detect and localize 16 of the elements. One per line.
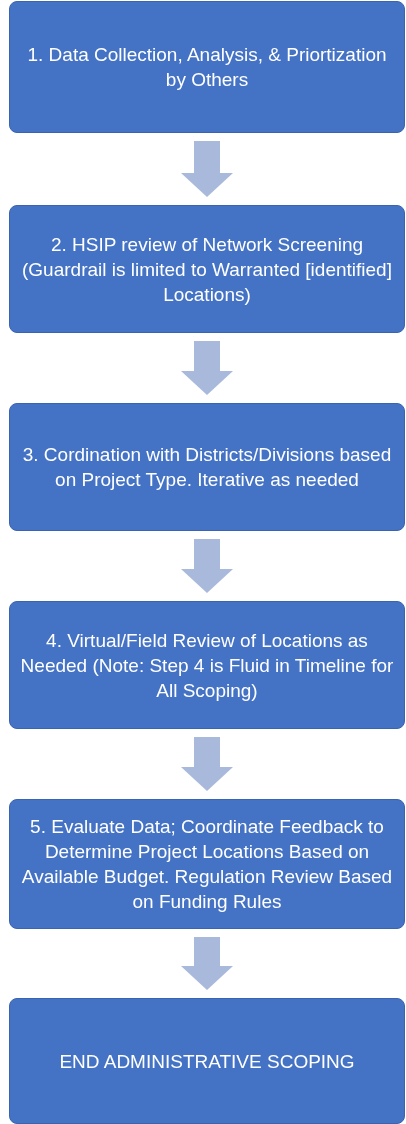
step-text: 1. Data Collection, Analysis, & Priortization by Others (26, 43, 388, 92)
block-arrow (181, 539, 233, 593)
block-arrow (181, 937, 233, 990)
process-box (9, 998, 405, 1124)
step-text: 4. Virtual/Field Review of Locations as Needed (Note: Step 4 is Fluid in Timeline for All Scoping) (19, 628, 395, 703)
process-box (9, 205, 405, 333)
step-text: 5. Evaluate Data; Coordinate Feedback to Determine Project Locations Based on Available Budget. Regulation Review Based on Funding Rules (20, 815, 394, 914)
step-text: 2. HSIP review of Network Screening (Guardrail is limited to Warranted [identified] Locations) (21, 232, 393, 307)
process-box (9, 799, 405, 929)
block-arrow (181, 141, 233, 197)
process-box (9, 1, 405, 133)
step-text: END ADMINISTRATIVE SCOPING (59, 1049, 355, 1074)
process-box (9, 403, 405, 531)
step-text: 3. Cordination with Districts/Divisions based on Project Type. Iterative as needed (21, 443, 393, 492)
process-box (9, 601, 405, 729)
block-arrow (181, 341, 233, 395)
